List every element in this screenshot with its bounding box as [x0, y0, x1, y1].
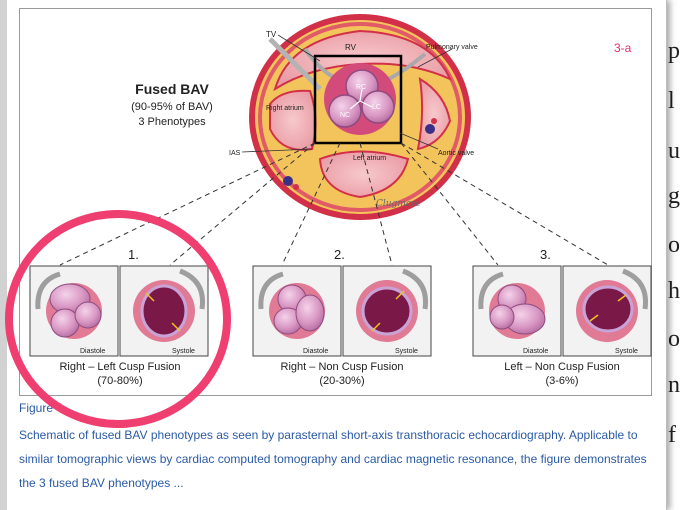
- figure-image[interactable]: TV RV Pulmonary valve Right atrium Left …: [19, 8, 652, 396]
- label-aortic-valve: Aortic valve: [438, 150, 474, 157]
- diastole-label: Diastole: [303, 348, 328, 355]
- systole-label: Systole: [615, 348, 638, 355]
- background-text-fragment: p: [668, 38, 680, 64]
- phenotype-1-diastole-panel: Diastole: [29, 265, 119, 357]
- phenotype-1-number: 1.: [128, 247, 139, 262]
- phenotype-1-percent: (70-80%): [97, 375, 142, 387]
- panel-label: 3-a: [614, 41, 632, 55]
- label-lc: LC: [372, 104, 381, 111]
- phenotype-1-systole-panel: Systole: [119, 265, 209, 357]
- figure-subtitle-phenotypes: 3 Phenotypes: [138, 116, 206, 128]
- bav-schematic: TV RV Pulmonary valve Right atrium Left …: [29, 14, 652, 387]
- label-ias: IAS: [229, 150, 241, 157]
- diastole-label: Diastole: [523, 348, 548, 355]
- phenotype-2-percent: (20-30%): [319, 375, 364, 387]
- systole-label: Systole: [395, 348, 418, 355]
- phenotype-3-diastole-panel: Diastole: [472, 265, 562, 357]
- valve-focus-box: [313, 54, 403, 145]
- figure-title: Fused BAV: [135, 81, 209, 97]
- phenotype-2-name: Right – Non Cusp Fusion: [281, 361, 404, 373]
- figure-subtitle: (90-95% of BAV): [131, 101, 213, 113]
- label-right-atrium: Right atrium: [266, 105, 304, 112]
- background-text-fragment: h: [668, 278, 680, 304]
- background-text-fragment: l: [668, 88, 675, 114]
- background-text-fragment: u: [668, 138, 680, 164]
- label-tv: TV: [266, 30, 277, 39]
- phenotype-2-systole-panel: Systole: [342, 265, 432, 357]
- central-aortic-valve: [324, 63, 396, 135]
- label-rv: RV: [345, 43, 357, 52]
- label-pulmonary-valve: Pulmonary valve: [426, 44, 478, 51]
- background-text-fragment: o: [668, 232, 680, 258]
- phenotype-3-systole-panel: Systole: [562, 265, 652, 357]
- phenotype-2-diastole-panel: Diastole: [252, 265, 342, 357]
- artist-signature: Clugmarc: [376, 199, 421, 209]
- background-text-fragment: o: [668, 326, 680, 352]
- background-text-fragment: f: [668, 422, 676, 448]
- phenotype-3-number: 3.: [540, 247, 551, 262]
- background-text-fragment: g: [668, 183, 680, 209]
- label-rc: RC: [356, 84, 366, 91]
- phenotype-3-percent: (3-6%): [545, 375, 578, 387]
- systole-label: Systole: [172, 348, 195, 355]
- diastole-label: Diastole: [80, 348, 105, 355]
- phenotype-1-name: Right – Left Cusp Fusion: [59, 361, 180, 373]
- phenotype-2-number: 2.: [334, 247, 345, 262]
- label-nc: NC: [340, 112, 350, 119]
- label-left-atrium: Left atrium: [353, 155, 386, 162]
- figure-caption: Schematic of fused BAV phenotypes as see…: [19, 428, 647, 490]
- background-text-fragment: n,: [668, 372, 680, 398]
- figure-label[interactable]: Figure 4.: [19, 401, 67, 415]
- popup-left-edge: [0, 0, 7, 510]
- phenotype-3-name: Left – Non Cusp Fusion: [504, 361, 620, 373]
